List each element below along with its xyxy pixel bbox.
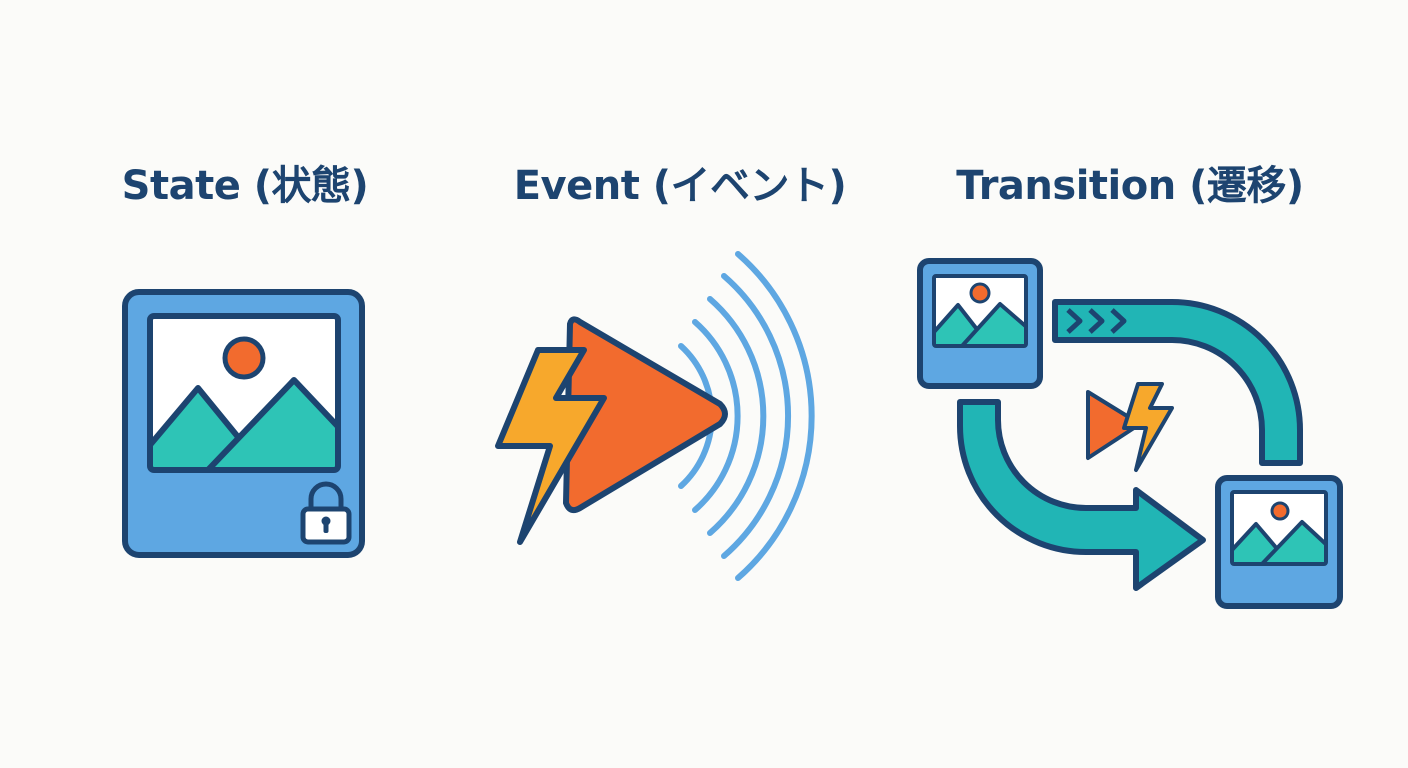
- event-label: Event (イベント): [513, 163, 847, 209]
- signal-waves-icon: [678, 251, 815, 581]
- upper-curved-arrow-icon: [1052, 299, 1303, 466]
- lock-icon: [300, 481, 352, 545]
- state-label: State (状態): [121, 163, 369, 209]
- state-image-frame-icon: [122, 289, 365, 558]
- play-triangle-icon: [563, 316, 728, 514]
- transition-target-image-frame-icon: [1215, 475, 1343, 609]
- event-lightning-bolt-icon: [495, 347, 607, 545]
- transition-label: Transition (遷移): [956, 163, 1304, 209]
- transition-source-image-frame-icon: [917, 258, 1043, 389]
- transition-play-triangle-icon: [1086, 390, 1142, 460]
- lower-curved-arrow-icon: [957, 399, 1206, 591]
- chevron-icon: [1066, 308, 1127, 334]
- transition-lightning-bolt-icon: [1122, 382, 1174, 472]
